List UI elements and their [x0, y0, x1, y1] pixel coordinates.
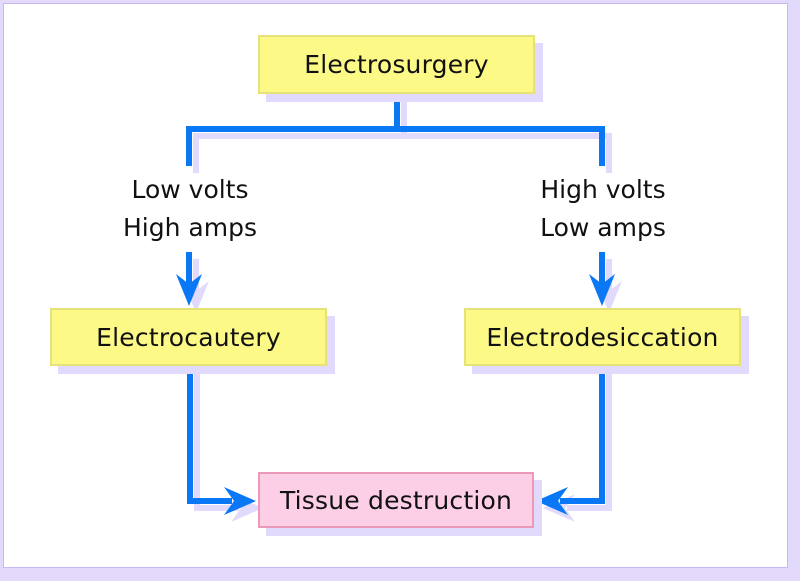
node-label: Electrodesiccation — [486, 322, 719, 352]
arrowhead-icon — [176, 274, 202, 306]
connector-root-branch-shadow — [193, 102, 612, 173]
node-tissue-destruction: Tissue destruction — [258, 472, 534, 528]
connector-shadow-line — [567, 373, 612, 511]
connector-electrodesiccation-to-outcome — [536, 366, 605, 515]
node-electrocautery: Electrocautery — [50, 308, 327, 366]
connector-line — [186, 95, 605, 166]
connector-lines — [176, 95, 615, 515]
left-branch-condition: Low volts High amps — [90, 171, 290, 247]
node-electrosurgery: Electrosurgery — [258, 35, 535, 94]
connector-line — [187, 366, 232, 504]
arrowhead-icon — [589, 274, 615, 306]
arrowhead-icon — [224, 487, 256, 515]
connector-electrocautery-to-outcome — [187, 366, 256, 515]
right-branch-condition: High volts Low amps — [503, 171, 703, 247]
connector-to-electrocautery — [176, 252, 202, 306]
node-label: Electrocautery — [96, 322, 281, 352]
condition-amps: High amps — [123, 213, 257, 242]
condition-volts: Low volts — [131, 175, 249, 204]
connector-root-branch — [186, 95, 605, 166]
connector-line — [560, 366, 605, 504]
node-label: Electrosurgery — [304, 50, 489, 79]
condition-volts: High volts — [540, 175, 666, 204]
connector-to-electrodesiccation — [589, 252, 615, 306]
node-electrodesiccation: Electrodesiccation — [464, 308, 741, 366]
connector-shadow-line — [194, 373, 239, 511]
node-label: Tissue destruction — [279, 485, 513, 515]
arrowhead-icon — [536, 487, 568, 515]
condition-amps: Low amps — [540, 213, 666, 242]
connector-shadow-line — [193, 102, 612, 173]
